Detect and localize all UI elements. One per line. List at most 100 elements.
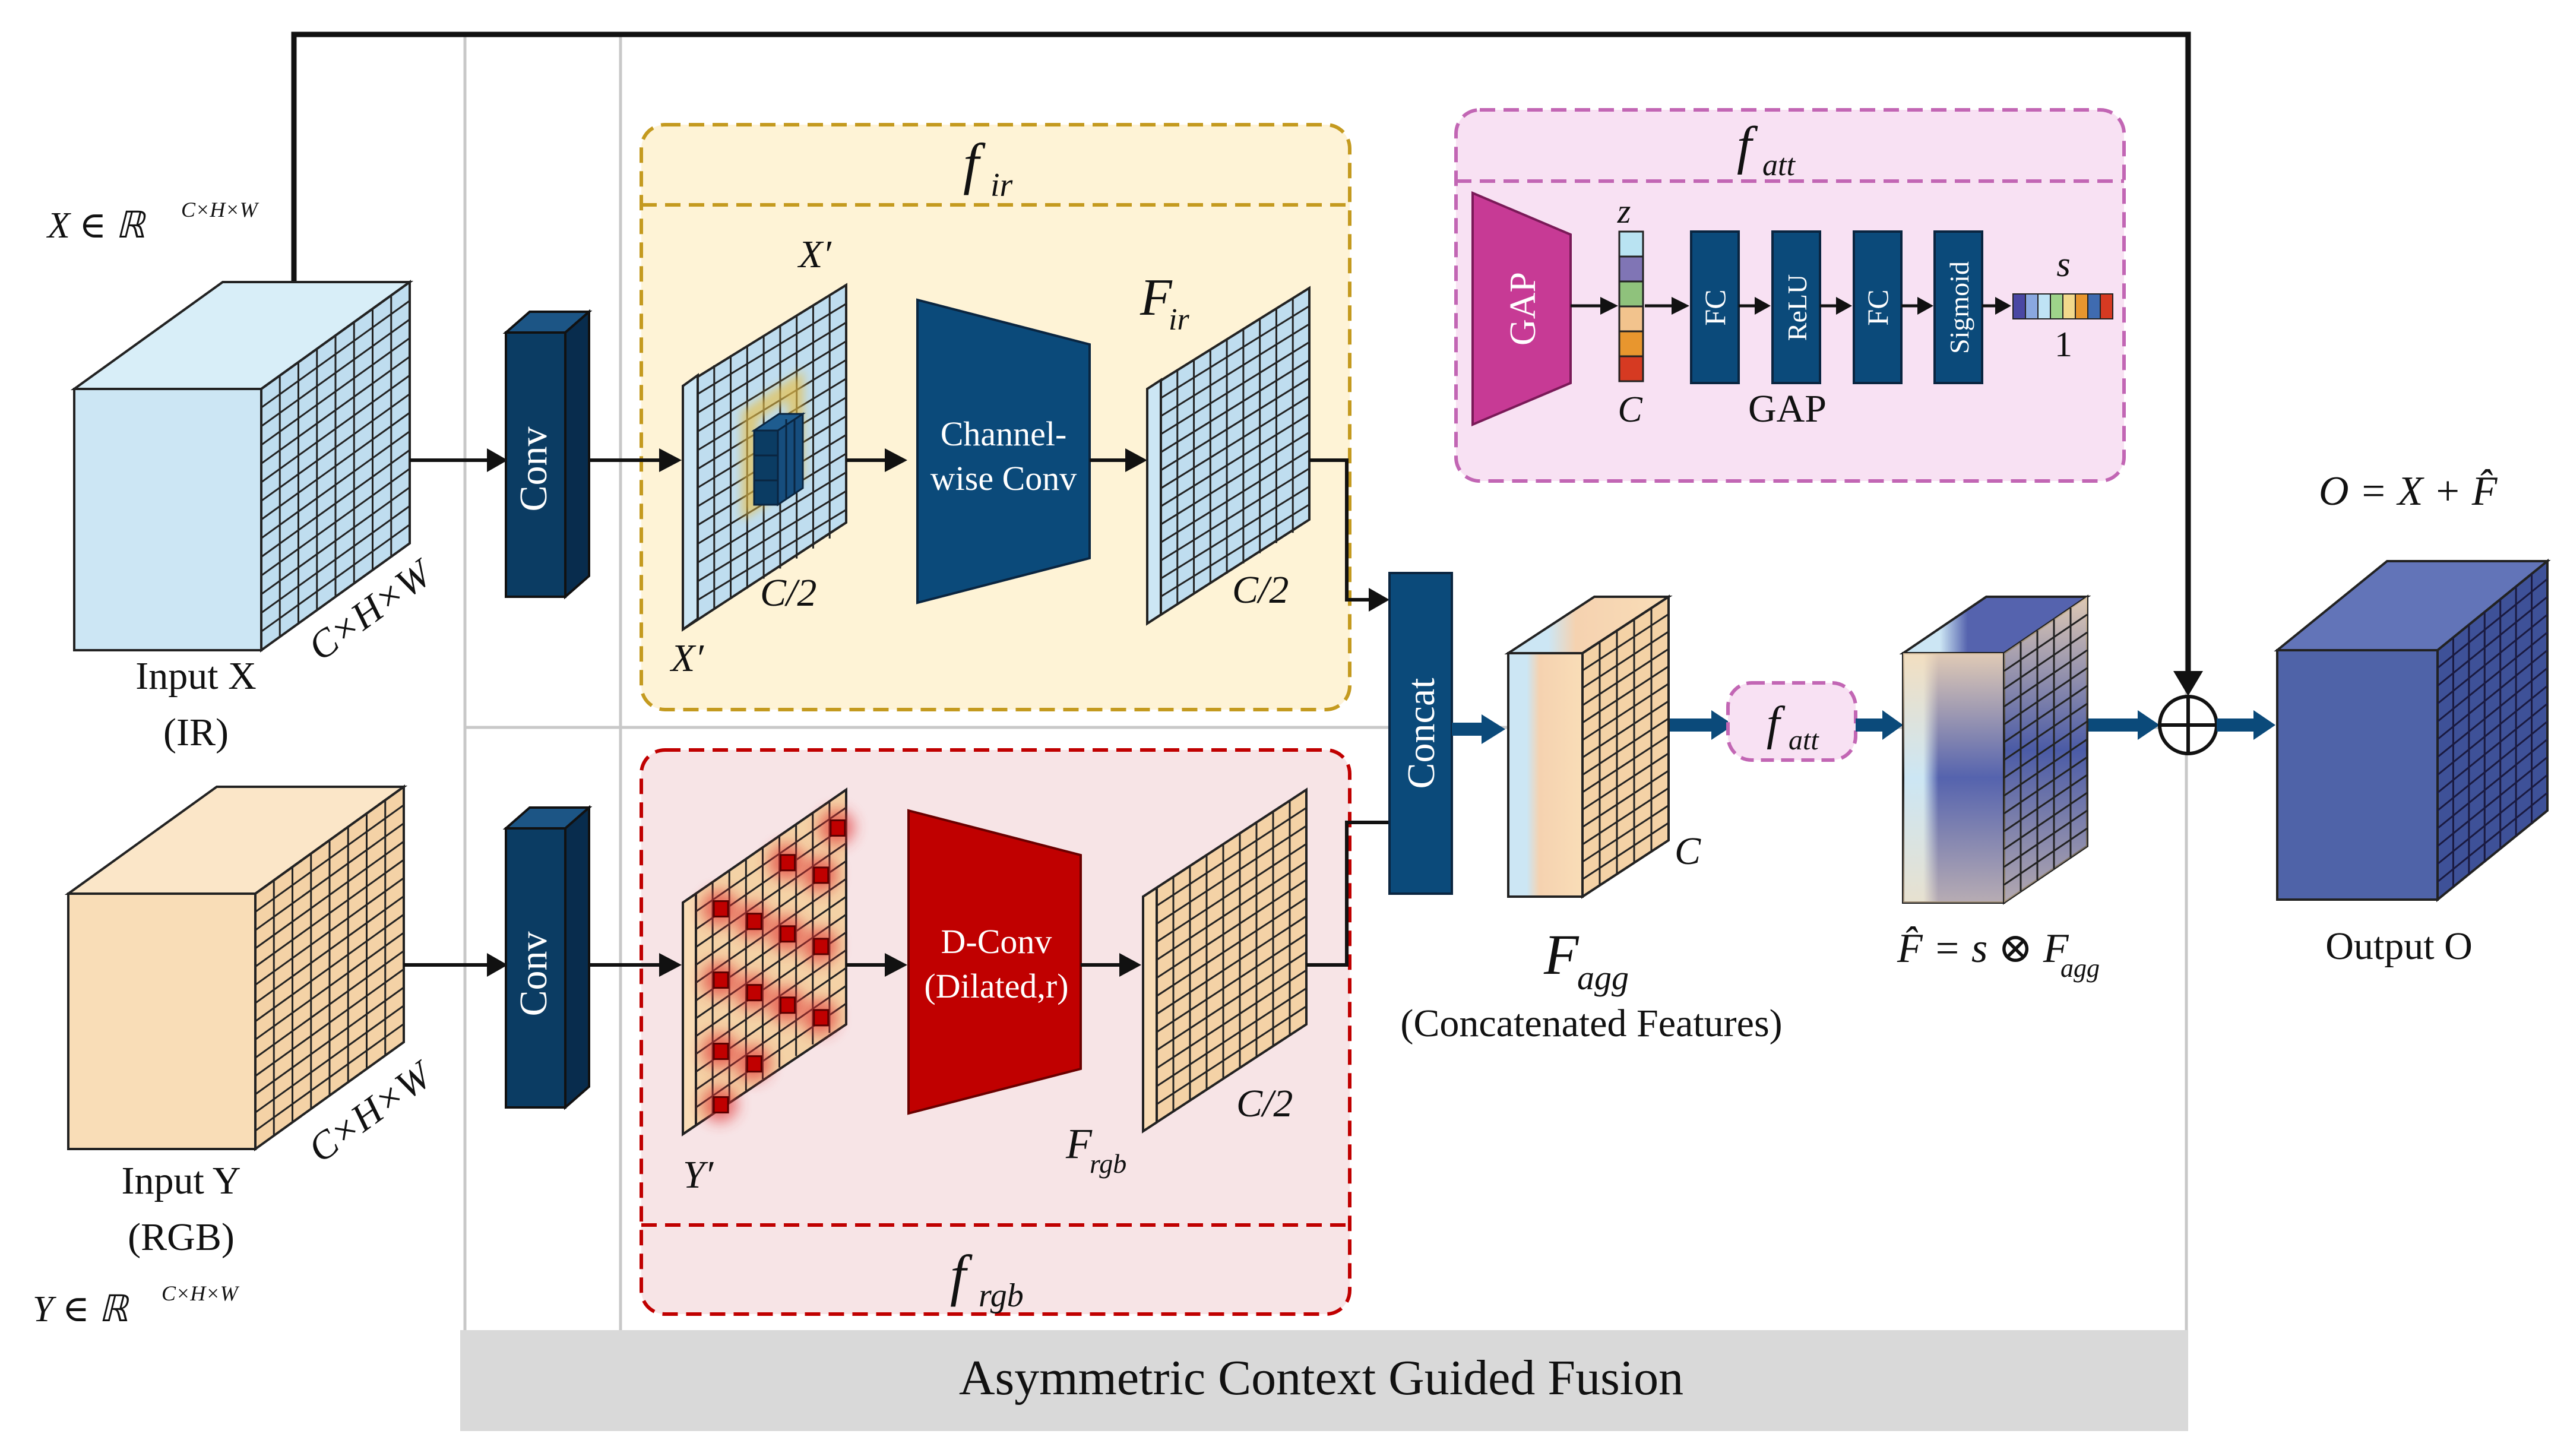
output-cube: [2274, 558, 2551, 903]
sum-node: [2158, 695, 2218, 755]
frgb-feature-map: [1142, 787, 1308, 1134]
xprime-channels-label: C/2: [760, 571, 816, 615]
input-y-label: Input Y: [121, 1159, 240, 1202]
attention-small-label-sub: att: [1789, 724, 1819, 756]
fagg-cube: [1504, 594, 1673, 899]
att-gap-label: GAP: [1503, 272, 1543, 346]
fir-label: F: [1140, 269, 1173, 327]
att-s-label: s: [2056, 245, 2070, 284]
arrowhead-yprime-to-dconv: [885, 953, 907, 977]
channelwise-conv-line1: Channel-: [941, 414, 1067, 453]
arrowhead-att-to-fhat: [1882, 710, 1903, 740]
fagg-channels-label: C: [1675, 830, 1701, 873]
att-arrowhead-relu-to-fc2: [1836, 297, 1852, 315]
att-arrowhead-gap-to-z: [1600, 297, 1618, 315]
fhat-equation: F̂ = s ⊗ F: [1897, 926, 2069, 971]
fir-channels-label: C/2: [1232, 568, 1289, 612]
att-z-cell: [1618, 255, 1644, 283]
att-z-vector: [1618, 230, 1644, 382]
att-gap-block: [1471, 191, 1572, 427]
arrowhead-dconv-to-frgb: [1119, 953, 1141, 977]
att-arrowhead-z-to-fc1: [1672, 297, 1689, 315]
fagg-label-sub: agg: [1577, 958, 1629, 997]
arrow-concat-to-fagg: [1452, 723, 1485, 736]
fhat-cube: [1899, 594, 2091, 905]
att-z-cell: [1618, 280, 1644, 308]
fhat-equation-sub: agg: [2060, 954, 2100, 983]
arrow-att-to-fhat: [1856, 718, 1885, 732]
arrowhead-xprime-to-cwconv: [885, 448, 907, 472]
ir-branch-title-sub: ir: [990, 167, 1013, 204]
att-z-cell: [1618, 355, 1644, 382]
yprime-label: Y′: [683, 1153, 714, 1197]
footer-label: Asymmetric Context Guided Fusion: [959, 1350, 1683, 1406]
att-s-cell: [2050, 293, 2063, 319]
residual-skip-line: [291, 31, 2191, 677]
arrowhead-x-to-conv: [487, 448, 508, 472]
channelwise-conv-line2: wise Conv: [930, 459, 1077, 498]
att-s-cell: [2037, 293, 2051, 319]
frgb-channels-label: C/2: [1236, 1082, 1293, 1125]
att-arrowhead-fc1-to-relu: [1755, 297, 1771, 315]
frgb-label-sub: rgb: [1090, 1148, 1126, 1179]
xprime-top-label: X′: [797, 233, 832, 276]
att-fc2-label: FC: [1861, 289, 1894, 325]
footer-band: [460, 1330, 2188, 1431]
att-z-cell: [1618, 230, 1644, 258]
att-s-cell: [2012, 293, 2026, 319]
attention-title-sub: att: [1762, 148, 1796, 182]
conv-bottom-label: Conv: [512, 931, 555, 1016]
fir-feature-map: [1146, 286, 1311, 626]
att-z-cell: [1618, 305, 1644, 333]
att-s-vector: [2012, 293, 2113, 319]
input-x-cube: [70, 280, 414, 653]
att-sigmoid-block: [1933, 230, 1983, 384]
att-s-cell: [2062, 293, 2076, 319]
conv-top-label: Conv: [512, 426, 555, 511]
concat-label: Concat: [1400, 678, 1443, 789]
conv-block-top: [502, 309, 593, 600]
att-arrowhead-fc2-to-sigmoid: [1917, 297, 1933, 315]
fagg-label: F: [1543, 923, 1580, 986]
arrowhead-fhat-to-sum: [2138, 710, 2160, 740]
frgb-label: F: [1065, 1120, 1093, 1167]
concat-block: [1388, 572, 1453, 895]
fir-label-sub: ir: [1169, 303, 1189, 337]
input-y-set-superscript: C×H×W: [162, 1281, 240, 1305]
channelwise-conv-block: [916, 298, 1091, 604]
xprime-bottom-label: X′: [669, 637, 704, 680]
att-fc1-label: FC: [1698, 289, 1732, 325]
att-fc2-block: [1853, 230, 1903, 384]
input-y-cube: [64, 784, 408, 1151]
arrowhead-y-to-conv: [487, 953, 508, 977]
att-c-label: C: [1618, 390, 1642, 430]
connector-fir-to-concat: [1309, 458, 1369, 602]
rgb-branch-title-sub: rgb: [979, 1277, 1024, 1314]
input-y-set-label: Y ∈ ℝ: [33, 1289, 129, 1330]
arrowhead-conv-to-xprime: [659, 448, 682, 472]
connector-frgb-to-concat: [1306, 821, 1389, 967]
yprime-feature-map: [682, 787, 854, 1137]
output-sum-equation: O = X + F̂: [2319, 469, 2498, 514]
arrowhead-concat-to-fagg: [1482, 714, 1505, 744]
input-x-set-superscript: C×H×W: [181, 198, 259, 221]
fagg-caption: (Concatenated Features): [1400, 1002, 1782, 1045]
att-z-label: z: [1617, 192, 1631, 230]
arrow-sum-to-output: [2217, 718, 2255, 732]
att-one-label: 1: [2055, 325, 2072, 364]
residual-arrowhead: [2173, 671, 2203, 696]
arrow-fhat-to-sum: [2088, 718, 2142, 732]
att-gap-caption: GAP: [1748, 387, 1827, 431]
att-s-cell: [2025, 293, 2039, 319]
att-arrowhead-sigmoid-to-s: [1995, 297, 2011, 315]
dilated-conv-line2: (Dilated,r): [924, 967, 1068, 1005]
att-sigmoid-label: Sigmoid: [1944, 261, 1974, 354]
arrowhead-sum-to-output: [2253, 710, 2275, 740]
input-x-set-label: X ∈ ℝ: [46, 205, 147, 246]
arrow-fagg-to-att: [1670, 718, 1714, 732]
att-s-cell: [2075, 293, 2088, 319]
att-s-cell: [2087, 293, 2101, 319]
output-label: Output O: [2325, 925, 2473, 968]
conv-block-bottom: [502, 805, 593, 1110]
